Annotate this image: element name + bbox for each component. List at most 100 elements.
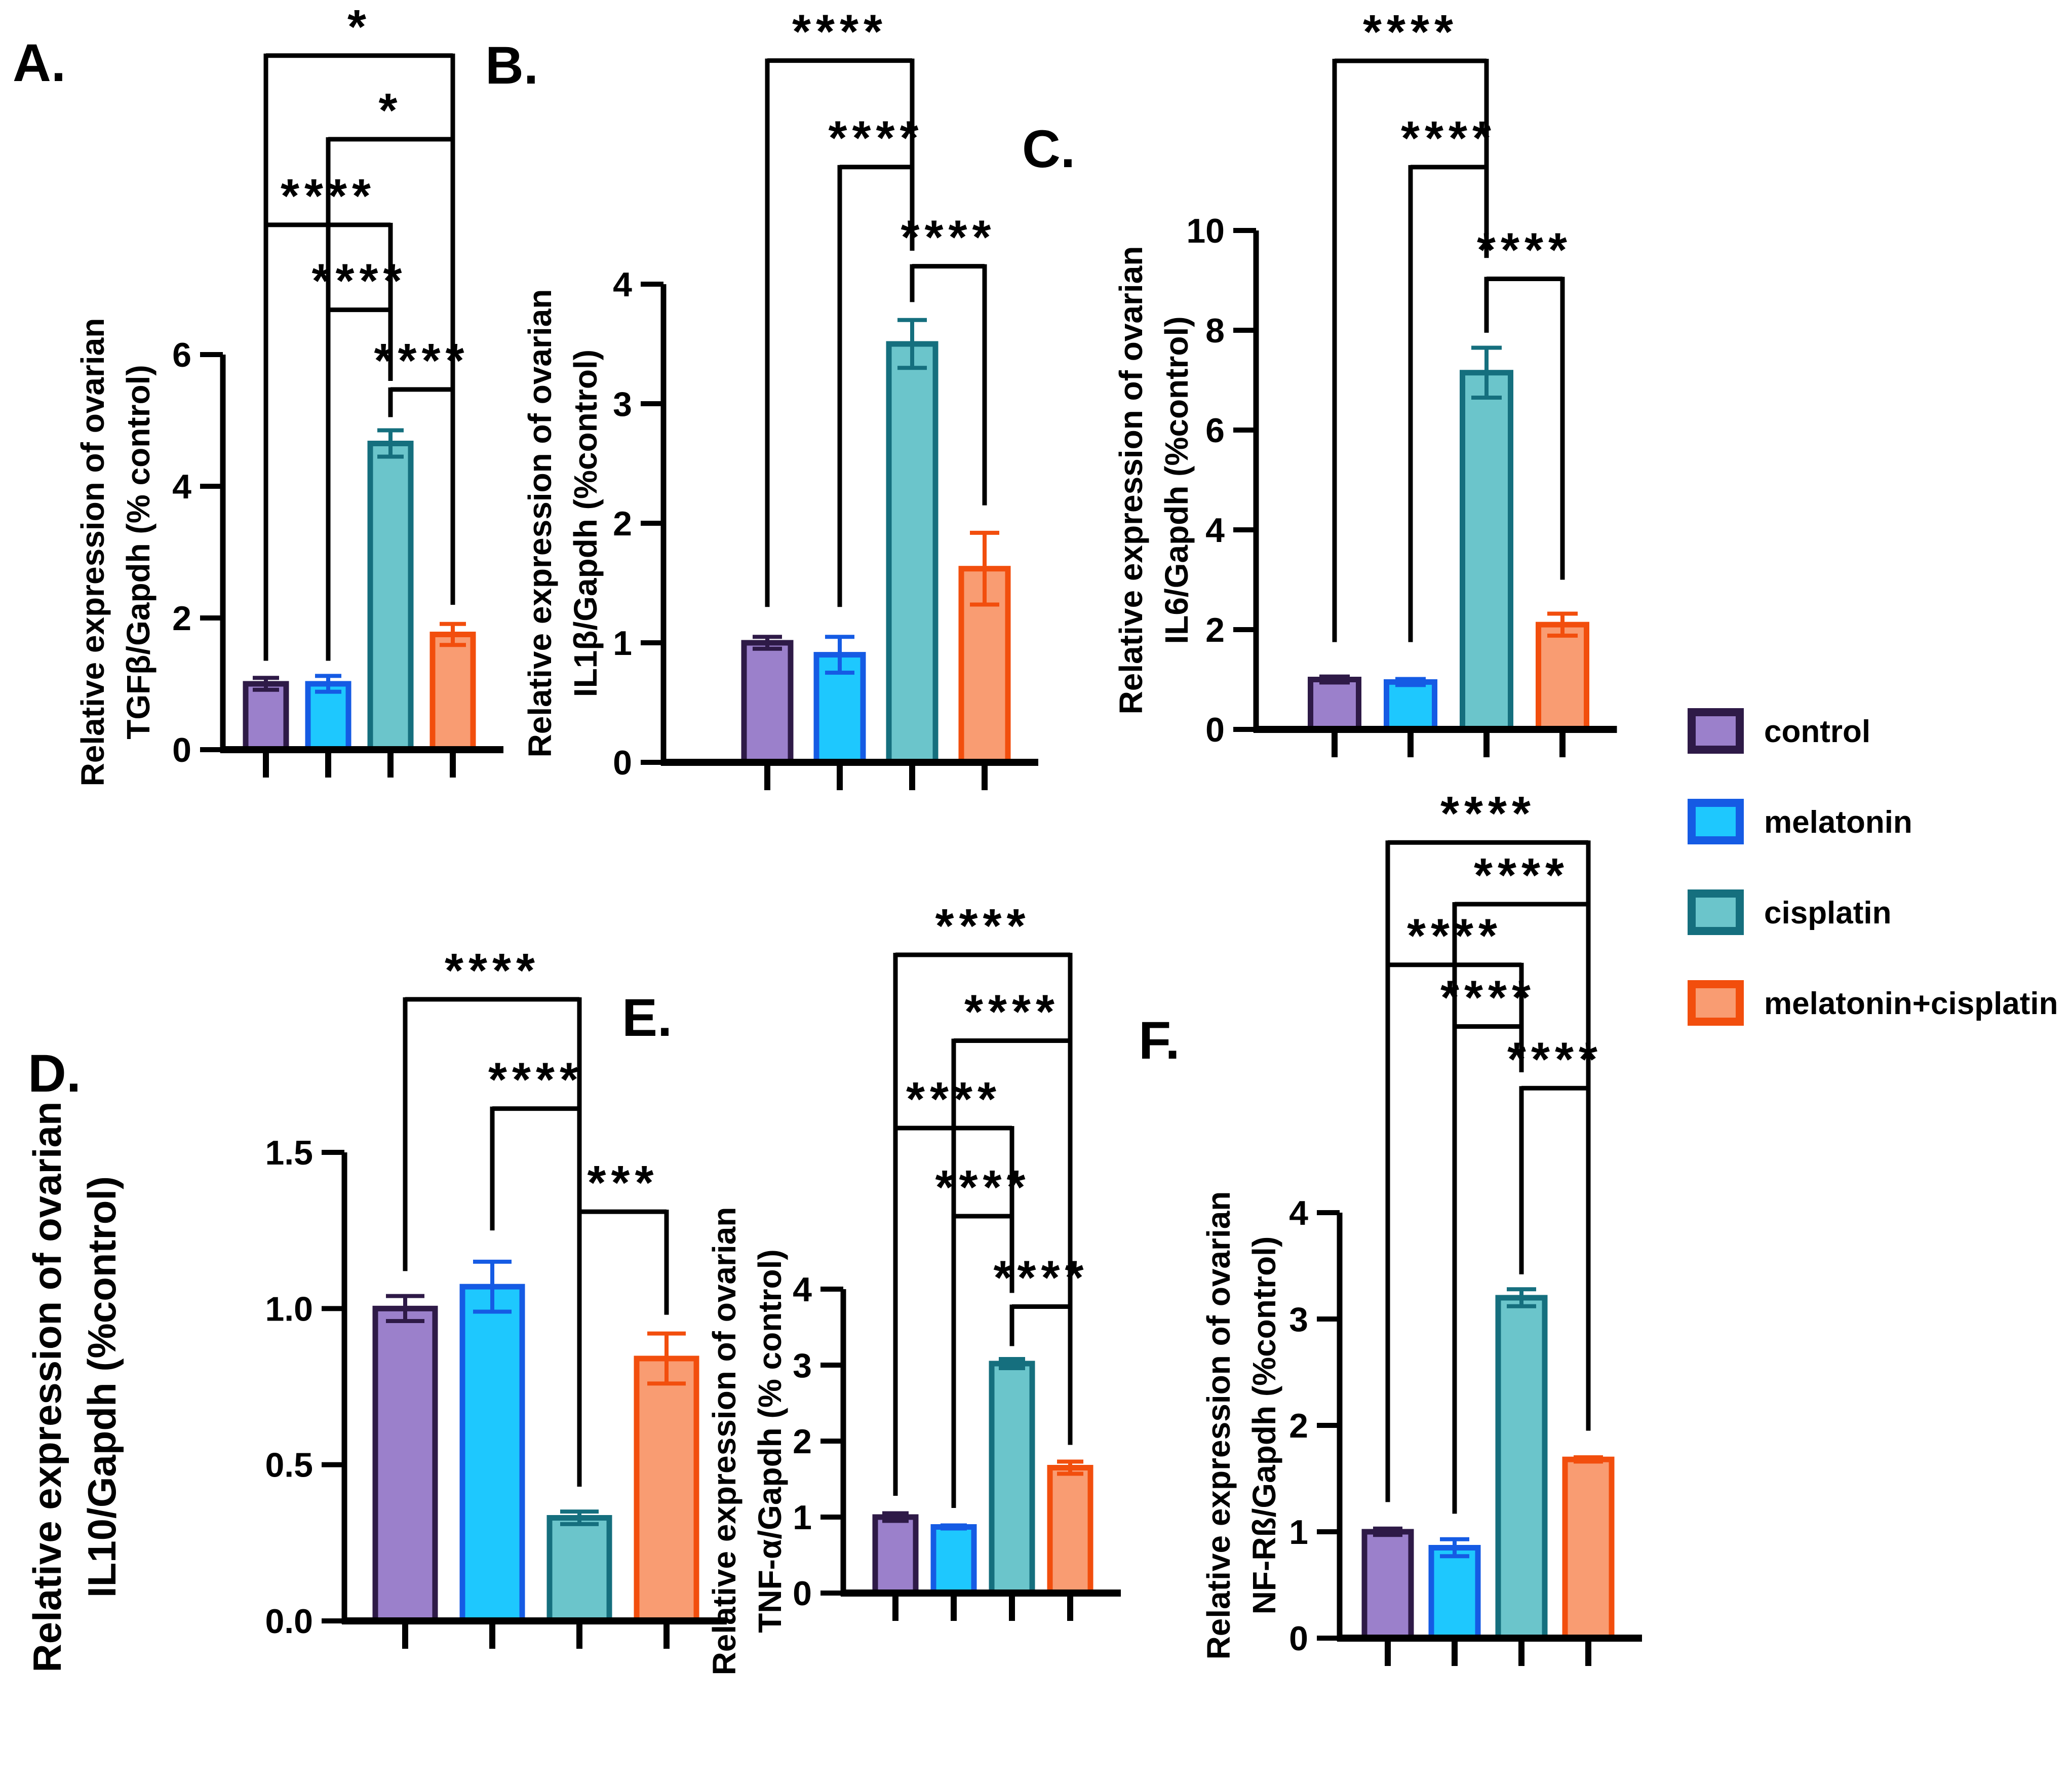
- bar-cisplatin: [367, 441, 414, 753]
- bar-melatonin+cisplatin: [1536, 622, 1589, 732]
- sig-label: ****: [1477, 223, 1572, 277]
- bar-cisplatin: [1495, 1295, 1548, 1641]
- y-axis-label-line2: NF-Rß/Gapdh (%control): [1246, 1236, 1282, 1615]
- panel-label-F: F.: [1139, 1011, 1180, 1070]
- bar-control: [1361, 1529, 1414, 1641]
- y-axis-label-line2: IL6/Gapdh (%control): [1158, 316, 1195, 644]
- sig-bracket-C-0-2: ****: [1332, 5, 1489, 642]
- sig-bracket-B-1-2: ****: [829, 111, 924, 607]
- y-tick-label: 3: [793, 1346, 812, 1385]
- sig-bracket-E-0-2: ****: [893, 1072, 1014, 1496]
- y-axis-label-line1: Relative expression of ovarian: [706, 1207, 742, 1676]
- y-tick-label: 4: [793, 1270, 812, 1309]
- sig-bracket-A-1-2: ****: [312, 254, 407, 661]
- sig-label: ****: [994, 1251, 1089, 1305]
- y-tick-label: 1.0: [265, 1290, 313, 1328]
- y-tick-label: 3: [1289, 1300, 1308, 1339]
- sig-bracket-A-0-2: ****: [263, 169, 393, 661]
- y-tick-label: 4: [172, 468, 191, 506]
- sig-bracket-F-2-3: ****: [1507, 1032, 1597, 1431]
- sig-bracket-E-2-3: ****: [994, 1251, 1089, 1445]
- y-tick-label: 4: [1289, 1194, 1308, 1232]
- y-axis-label-line1: Relative expression of ovarian: [25, 1101, 69, 1672]
- y-tick-label: 0: [172, 731, 191, 769]
- y-tick-label: 2: [613, 505, 632, 543]
- legend-item-melatonin: melatonin: [1688, 799, 1912, 844]
- y-tick-label: 10: [1186, 212, 1225, 250]
- sig-bracket-C-2-3: ****: [1477, 223, 1572, 580]
- y-axis-label-line1: Relative expression of ovarian: [1113, 246, 1149, 715]
- y-tick-label: 8: [1205, 312, 1225, 350]
- sig-label: *: [379, 84, 403, 137]
- sig-label: ****: [1363, 5, 1458, 59]
- sig-label: ****: [1401, 111, 1496, 165]
- sig-label: ****: [1407, 909, 1502, 963]
- legend-item-melatonin+cisplatin: melatonin+cisplatin: [1688, 980, 2058, 1026]
- y-tick-label: 1: [1289, 1513, 1308, 1552]
- y-tick-label: 1.5: [265, 1134, 313, 1172]
- bar-cisplatin: [1460, 370, 1513, 732]
- sig-label: ****: [935, 1160, 1031, 1214]
- sig-bracket-C-1-2: ****: [1401, 111, 1496, 642]
- sig-label: ****: [906, 1072, 1001, 1126]
- sig-bracket-D-1-2: ****: [488, 1053, 582, 1487]
- bar-control: [741, 640, 794, 765]
- sig-label: ****: [829, 111, 924, 165]
- y-tick-label: 0: [613, 744, 632, 782]
- sig-bracket-E-1-2: ****: [935, 1160, 1031, 1508]
- y-axis-label-line1: Relative expression of ovarian: [522, 289, 558, 758]
- y-axis-label-line1: Relative expression of ovarian: [1200, 1191, 1237, 1660]
- sig-label: ****: [1440, 787, 1536, 840]
- y-tick-label: 6: [1205, 411, 1225, 450]
- legend-label-melatonin: melatonin: [1764, 805, 1912, 840]
- legend: controlmelatonincisplatinmelatonin+cispl…: [1688, 708, 2058, 1026]
- y-tick-label: 2: [1289, 1407, 1308, 1445]
- bar-melatonin+cisplatin: [1047, 1465, 1093, 1596]
- legend-swatch-control: [1688, 708, 1744, 754]
- bar-melatonin: [1428, 1545, 1481, 1641]
- bar-melatonin+cisplatin: [1562, 1456, 1615, 1641]
- panel-label-C: C.: [1022, 120, 1075, 179]
- sig-label: ****: [374, 334, 470, 387]
- sig-label: ****: [445, 944, 540, 997]
- bar-melatonin+cisplatin: [634, 1355, 699, 1624]
- y-tick-label: 4: [613, 265, 632, 304]
- sig-label: ****: [935, 899, 1031, 953]
- sig-label: ****: [1474, 848, 1569, 902]
- sig-label: ****: [1440, 971, 1536, 1025]
- panel-label-E: E.: [622, 988, 672, 1048]
- y-tick-label: 0.0: [265, 1602, 313, 1641]
- sig-label: ****: [964, 985, 1060, 1039]
- legend-swatch-melatonin: [1688, 799, 1744, 844]
- bar-control: [372, 1305, 438, 1624]
- y-tick-label: 0: [793, 1574, 812, 1613]
- bar-control: [1308, 677, 1361, 732]
- bar-melatonin: [459, 1284, 525, 1624]
- y-axis-label-line1: Relative expression of ovarian: [74, 318, 111, 787]
- y-tick-label: 1: [613, 624, 632, 663]
- legend-swatch-melatonin+cisplatin: [1688, 980, 1744, 1026]
- bar-melatonin: [930, 1524, 977, 1596]
- sig-bracket-F-0-2: ****: [1385, 909, 1524, 1502]
- sig-label: ****: [792, 5, 887, 59]
- bar-cisplatin: [546, 1515, 612, 1624]
- bar-control: [243, 681, 289, 753]
- panel-label-D: D.: [28, 1044, 81, 1103]
- sig-label: *: [347, 0, 371, 54]
- bar-melatonin+cisplatin: [429, 632, 476, 753]
- y-tick-label: 0: [1205, 711, 1225, 749]
- panel-label-A: A.: [13, 33, 66, 93]
- sig-label: ***: [588, 1156, 659, 1210]
- sig-label: ****: [312, 254, 407, 308]
- y-tick-label: 0.5: [265, 1446, 313, 1485]
- bar-cisplatin: [989, 1361, 1035, 1596]
- bar-melatonin: [1384, 679, 1437, 732]
- y-axis-label-line2: IL10/Gapdh (%control): [80, 1176, 124, 1598]
- bar-cisplatin: [886, 341, 939, 765]
